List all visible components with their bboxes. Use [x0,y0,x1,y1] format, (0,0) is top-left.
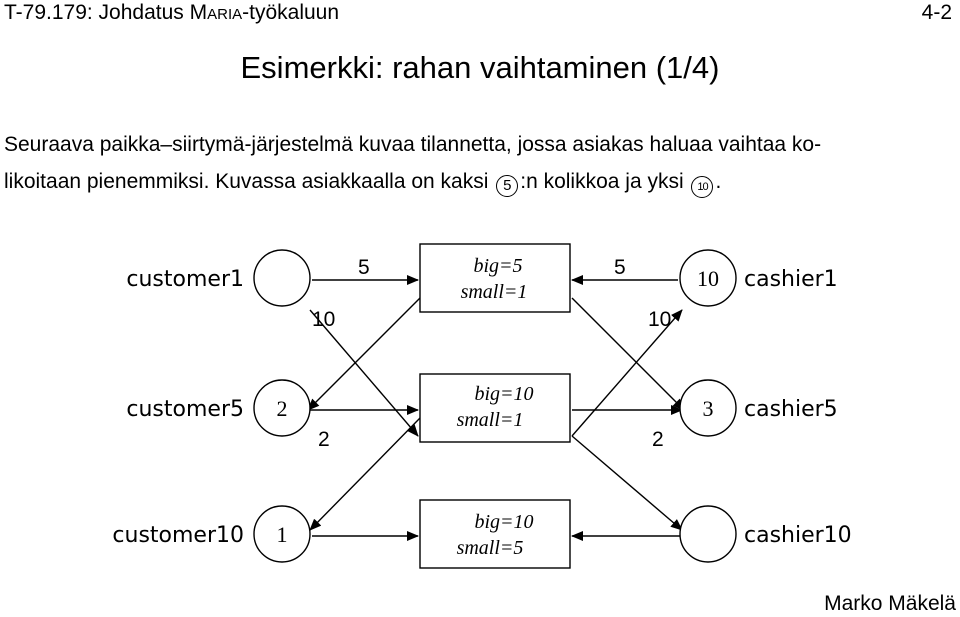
place-customer1 [253,249,311,307]
place-cashier5 [679,379,737,437]
arc-t1-to-customer5 [307,297,421,411]
page-number: 4-2 [921,1,952,24]
place-cashier10 [679,505,737,563]
arc-customer1-to-t2 [309,309,419,437]
arc-t3-to-customer5 [309,417,421,531]
tokens-customer5: 2 [277,396,288,421]
guard-t2-big: big=10 [474,383,533,405]
label-cashier5: cashier5 [744,397,838,422]
guard-t1-small: small=1 [461,281,528,303]
arc-label-t1-left-out: 10 [312,308,335,331]
arc-t2-to-cashier1 [571,309,683,437]
header-smallcaps: ARIA [207,6,243,23]
tokens-cashier5: 3 [703,396,714,421]
arc-t3-to-cashier5 [571,435,683,531]
arc-label-t1-left-in: 5 [358,256,370,279]
arc-label-t2-left: 2 [318,428,330,451]
label-cashier10: cashier10 [744,523,852,548]
transition-3 [419,499,571,569]
coin-5-symbol: 5 [496,175,519,197]
arc-t1-to-cashier5 [571,297,685,411]
coin-10-symbol: 10 [691,176,714,198]
label-cashier1: cashier1 [744,267,838,292]
course-header: T-79.179: Johdatus MARIA-työkaluun [4,1,340,24]
author-name: Marko Mäkelä [824,592,956,615]
transition-2 [419,373,571,443]
guard-t1-big: big=5 [473,255,522,277]
place-customer10 [253,505,311,563]
label-customer10: customer10 [112,523,244,548]
guard-t3-big: big=10 [474,511,533,533]
place-cashier1 [679,249,737,307]
slide-title: Esimerkki: rahan vaihtaminen (1/4) [240,50,720,85]
place-customer5 [253,379,311,437]
guard-t2-small: small=1 [457,409,524,431]
arc-label-t1-right-out: 10 [648,308,671,331]
paragraph-line-2: likoitaan pienemmiksi. Kuvassa asiakkaal… [4,170,721,198]
tokens-customer10: 1 [277,522,288,547]
label-customer5: customer5 [126,397,244,422]
guard-t3-small: small=5 [457,537,524,559]
paragraph-line-1: Seuraava paikka–siirtymä-järjestelmä kuv… [4,133,822,156]
transition-1 [419,243,571,313]
arc-label-t2-right: 2 [652,428,664,451]
arc-label-t1-right-in: 5 [614,256,626,279]
label-customer1: customer1 [126,267,244,292]
tokens-cashier1: 10 [697,266,719,291]
